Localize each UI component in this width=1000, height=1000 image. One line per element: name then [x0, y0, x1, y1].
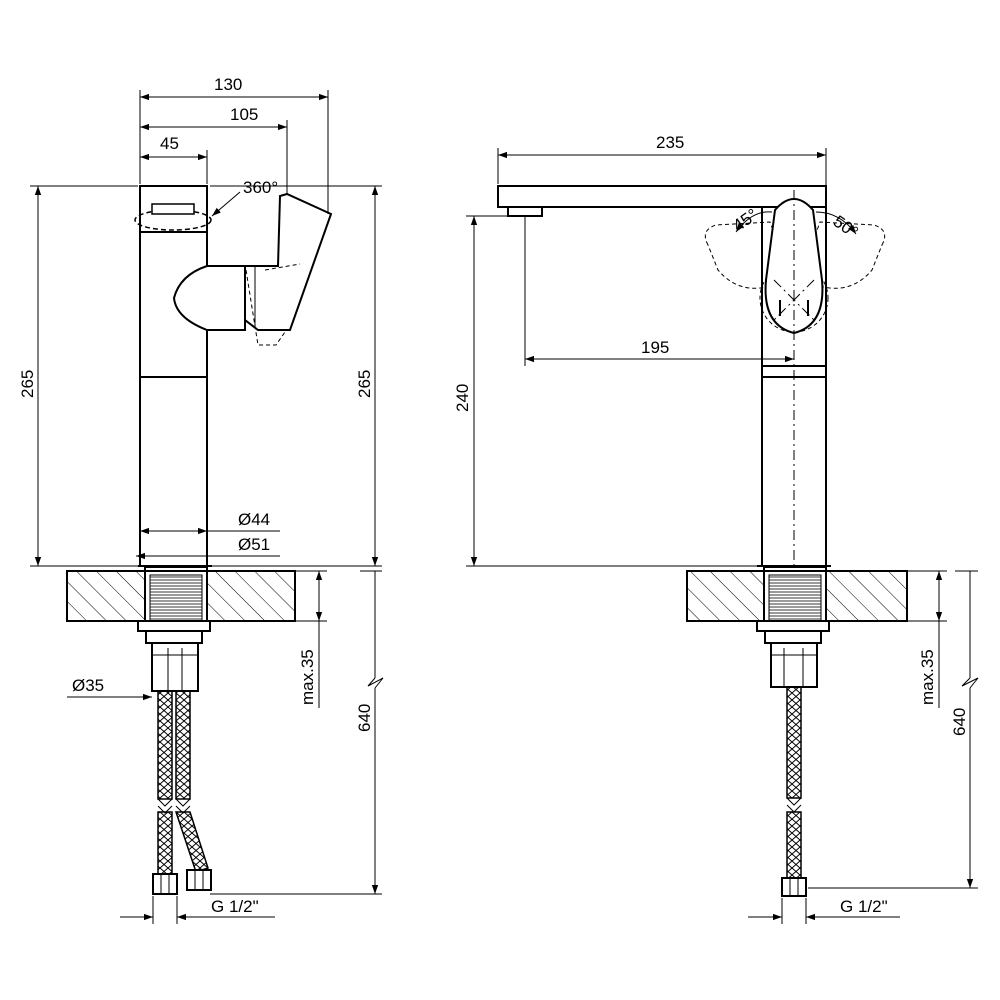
dim-hose-length-side: 640	[355, 704, 374, 732]
handle-lever	[244, 192, 333, 331]
dim-base-diameter: Ø51	[238, 535, 270, 554]
cartridge-housing	[172, 265, 246, 331]
dim-shank-diameter: Ø35	[72, 676, 104, 695]
hose-right	[175, 690, 191, 800]
dim-hose-length-front: 640	[950, 708, 969, 736]
dim-lever-angle-left: 45°	[729, 205, 761, 235]
hose-fitting-right	[186, 869, 212, 891]
aerator-front	[507, 206, 543, 217]
dim-spout-length: 235	[656, 133, 684, 152]
dim-spout-height: 240	[453, 384, 472, 412]
hose-front	[786, 686, 802, 799]
dim-body-diameter: Ø44	[238, 510, 270, 529]
hose-fitting-left	[152, 873, 178, 895]
dim-spout-reach: 195	[641, 338, 669, 357]
dim-spout-offset: 45	[160, 134, 179, 153]
front-view: 45° 50° 235 195 240 max.35 640 G 1/2	[453, 133, 979, 924]
dim-handle-reach: 105	[230, 105, 258, 124]
dim-max-thickness-side: max.35	[298, 649, 317, 705]
mounting-nut-front	[770, 642, 818, 688]
dim-overall-depth: 130	[214, 75, 242, 94]
hose-fitting-front	[781, 877, 807, 897]
dim-thread-front: G 1/2"	[840, 897, 888, 916]
dim-height-left: 265	[18, 370, 37, 398]
dim-height-right: 265	[355, 370, 374, 398]
spout	[497, 185, 827, 208]
dim-thread-side: G 1/2"	[211, 897, 259, 916]
side-view: 130 105 45 360° 265 265 Ø44 Ø51 Ø35	[18, 75, 384, 924]
mounting-nut	[137, 620, 211, 632]
hose-left	[157, 690, 173, 800]
dim-max-thickness-front: max.35	[918, 649, 937, 705]
dim-rotation: 360°	[243, 178, 278, 197]
